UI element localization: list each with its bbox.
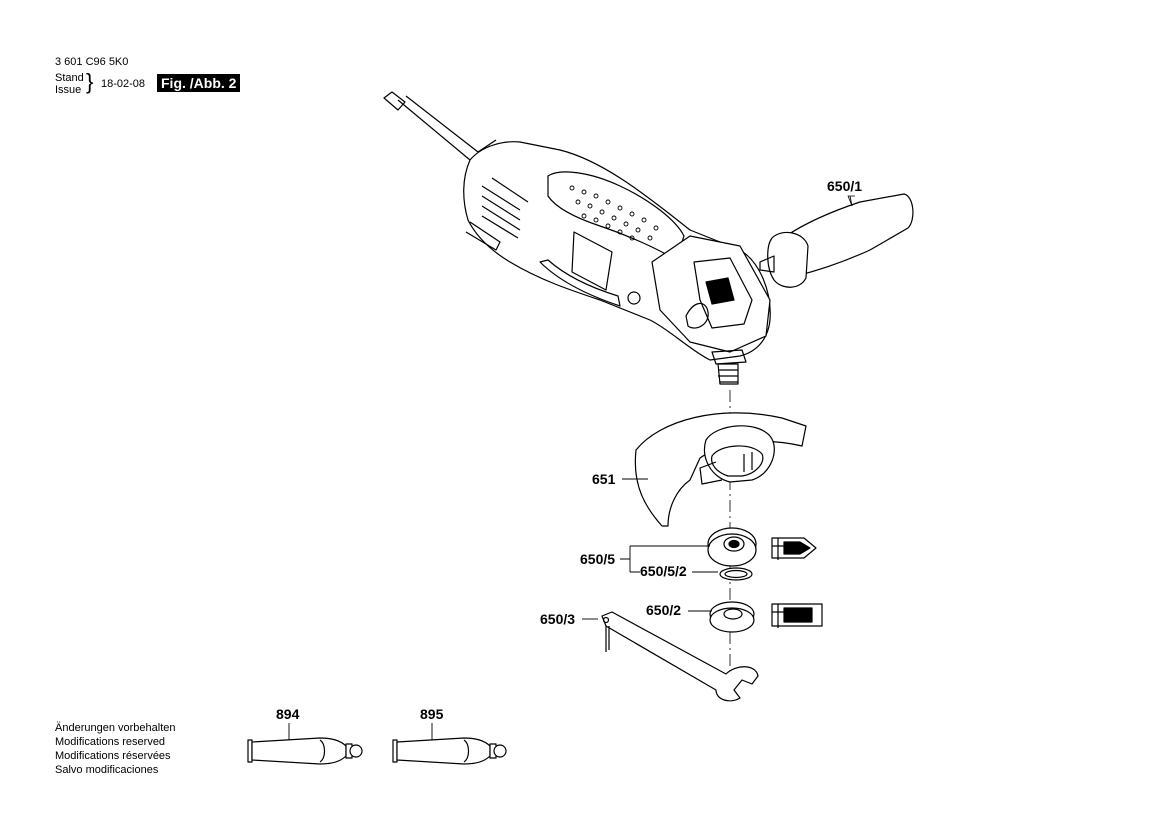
label-894: 894 — [276, 706, 300, 722]
leader-650-5 — [620, 545, 710, 573]
stand-issue-brace: } — [86, 69, 94, 94]
grease-tube-894-drawing — [247, 737, 363, 765]
modifications-note-fr: Modifications réservées — [55, 750, 171, 762]
modifications-note-es: Salvo modificaciones — [55, 764, 159, 776]
modifications-note-de: Änderungen vorbehalten — [55, 722, 176, 734]
spanner-wrench-drawing — [601, 611, 759, 702]
label-895: 895 — [420, 706, 444, 722]
mounting-flange-drawing — [707, 527, 817, 581]
label-651: 651 — [592, 471, 616, 487]
label-650-3: 650/3 — [540, 611, 576, 627]
part-number: 3 601 C96 5K0 — [55, 56, 129, 68]
angle-grinder-drawing — [383, 91, 771, 385]
issue-date: 18-02-08 — [101, 78, 146, 90]
side-handle-drawing — [759, 193, 914, 288]
label-650-5-2: 650/5/2 — [640, 563, 687, 579]
wheel-guard-drawing — [634, 412, 807, 527]
label-650-5: 650/5 — [580, 551, 616, 567]
grease-tube-895-drawing — [392, 737, 507, 765]
modifications-note-en: Modifications reserved — [55, 736, 166, 748]
label-650-2: 650/2 — [646, 602, 682, 618]
stand-label: Stand — [55, 72, 84, 84]
label-650-1: 650/1 — [827, 178, 863, 194]
issue-label: Issue — [55, 84, 82, 96]
figure-badge: Fig. /Abb. 2 — [157, 74, 241, 92]
leader-650-1 — [849, 195, 853, 207]
clamp-nut-drawing — [709, 601, 823, 633]
